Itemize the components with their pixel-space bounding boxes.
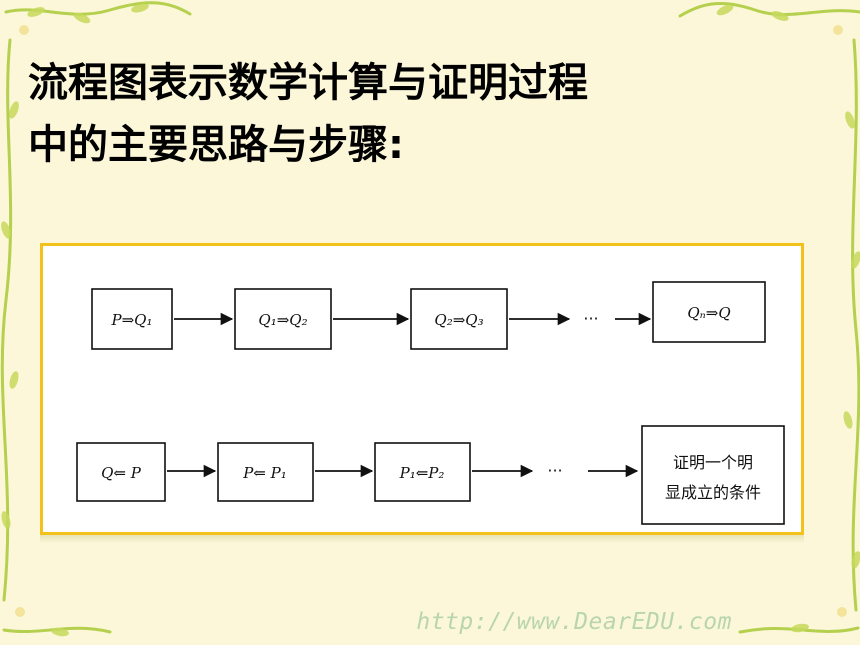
node-label: Q₂⇒Q₃ [434, 311, 483, 329]
flow-node-q2-implies-q3: Q₂⇒Q₃ [410, 288, 508, 350]
flow-ellipsis: ··· [547, 461, 562, 480]
flow-node-q1-implies-q2: Q₁⇒Q₂ [234, 288, 332, 350]
flow-node-p1-from-p2: P₁⇐P₂ [374, 442, 471, 502]
node-label: P⇐ P₁ [242, 464, 287, 482]
flow-node-q-from-p: Q⇐ P [76, 442, 166, 502]
flowchart-panel: P⇒Q₁ Q₁⇒Q₂ Q₂⇒Q₃ ··· Qₙ⇒Q Q⇐ P [40, 243, 804, 535]
node-label: P⇒Q₁ [111, 311, 153, 329]
flow-node-qn-implies-q: Qₙ⇒Q [652, 281, 766, 343]
node-label-line-2: 显成立的条件 [665, 483, 761, 502]
node-label: Qₙ⇒Q [687, 304, 730, 322]
title-line-1: 流程图表示数学计算与证明过程 [28, 60, 588, 106]
flow-ellipsis: ··· [583, 309, 598, 328]
flow-node-p-implies-q1: P⇒Q₁ [91, 288, 173, 350]
flow-node-obvious-condition: 证明一个明 显成立的条件 [641, 425, 785, 525]
watermark-url: http://www.DearEDU.com [416, 609, 732, 635]
node-label: Q₁⇒Q₂ [258, 311, 307, 329]
flow-node-p-from-p1: P⇐ P₁ [217, 442, 314, 502]
node-label: P₁⇐P₂ [399, 464, 445, 482]
node-label: Q⇐ P [101, 464, 142, 482]
panel-shadow [40, 535, 804, 543]
flowchart-diagram: P⇒Q₁ Q₁⇒Q₂ Q₂⇒Q₃ ··· Qₙ⇒Q Q⇐ P [76, 281, 785, 525]
slide-title: 流程图表示数学计算与证明过程 中的主要思路与步骤: [28, 52, 788, 176]
title-line-2: 中的主要思路与步骤: [28, 122, 404, 168]
node-label-line-1: 证明一个明 [673, 453, 753, 472]
